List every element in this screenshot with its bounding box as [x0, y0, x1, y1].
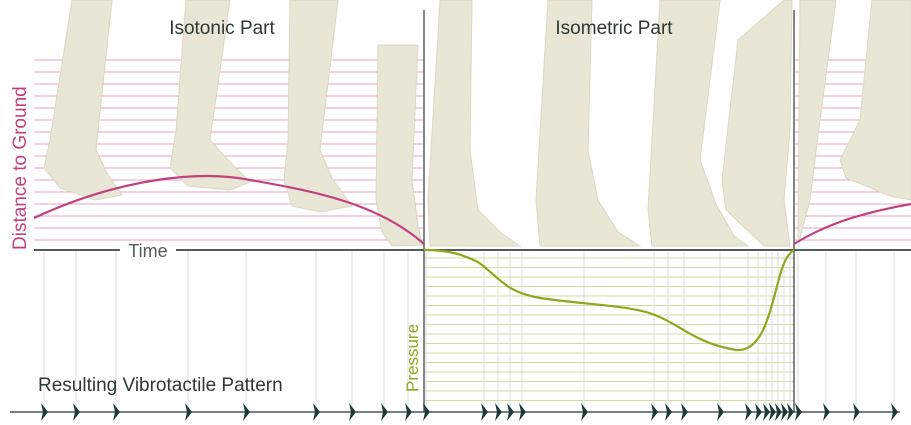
vibration-pulse — [519, 403, 526, 421]
foot-illustration-4 — [375, 44, 423, 247]
pressure-axis-label: Pressure — [403, 324, 422, 392]
foot-silhouettes — [43, 0, 911, 247]
vibration-pulse — [581, 403, 588, 421]
vibration-pulse — [651, 403, 658, 421]
vibration-pulse — [769, 403, 776, 421]
vibrotactile-pulses — [41, 403, 898, 421]
foot-illustration-5 — [427, 0, 522, 247]
pressure-curve — [423, 248, 795, 352]
vibration-pulse — [717, 403, 724, 421]
vibration-pulse — [405, 403, 412, 421]
foot-illustration-6 — [535, 0, 642, 247]
vibration-pulse — [763, 403, 770, 421]
isometric-title: Isometric Part — [555, 18, 673, 39]
isotonic-title: Isotonic Part — [169, 18, 275, 39]
vibration-pulse — [349, 403, 356, 421]
distance-axis-label: Distance to Ground — [10, 86, 31, 250]
vibration-pulse — [481, 403, 488, 421]
vibration-pulse — [745, 403, 752, 421]
vibration-pulse — [495, 403, 502, 421]
vibration-pulse — [313, 403, 320, 421]
vibration-pulse — [853, 403, 860, 421]
vibration-pulse — [381, 403, 388, 421]
pressure-grid — [424, 257, 794, 401]
pattern-label: Resulting Vibrotactile Pattern — [38, 375, 283, 396]
vibration-pulse — [243, 403, 250, 421]
vibration-pulse — [41, 403, 48, 421]
foot-illustration-7 — [647, 0, 750, 247]
distance-curve — [33, 174, 425, 245]
vibration-pulse — [775, 403, 782, 421]
vibration-pulse — [755, 403, 762, 421]
vibration-pulse — [823, 403, 830, 421]
vibration-pulse — [681, 403, 688, 421]
vibration-pulse — [185, 403, 192, 421]
vibration-pulse — [795, 403, 802, 421]
vibration-pulse — [113, 403, 120, 421]
foot-illustration-3 — [283, 0, 353, 213]
foot-illustration-10 — [839, 0, 911, 201]
vibration-pulse — [507, 403, 514, 421]
distance-curve-right — [793, 202, 911, 245]
time-gridlines — [43, 250, 895, 412]
vibration-pulse — [665, 403, 672, 421]
vibration-pulse — [73, 403, 80, 421]
vibration-pulse — [423, 403, 430, 421]
foot-illustration-1 — [43, 0, 123, 201]
vibration-pulse — [891, 403, 898, 421]
foot-illustration-8 — [721, 0, 793, 247]
foot-illustration-9 — [797, 0, 837, 242]
foot-illustration-2 — [169, 0, 251, 191]
vibration-pulse — [787, 403, 794, 421]
vibration-pulse — [781, 403, 788, 421]
time-axis-label: Time — [128, 241, 167, 261]
